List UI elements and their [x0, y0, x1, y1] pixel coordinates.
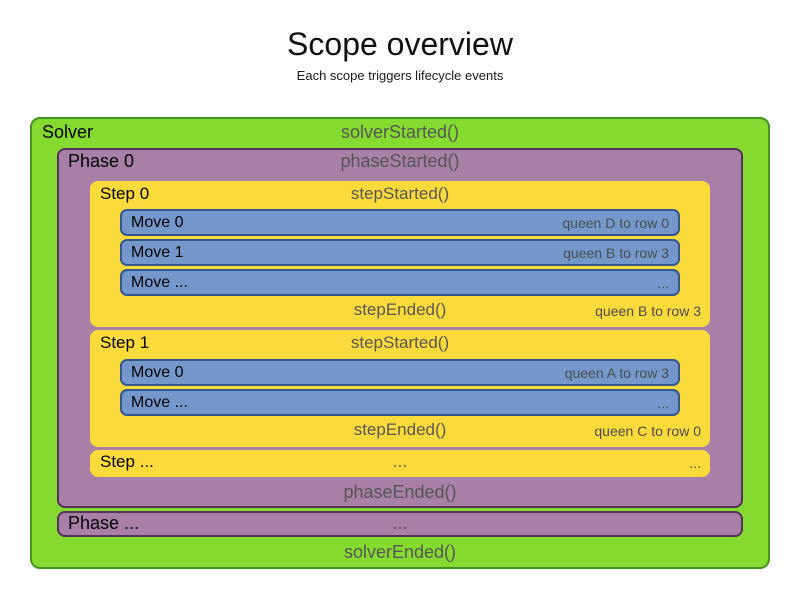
phase-more-label: Phase ... [68, 513, 140, 533]
move-0-label: Move 0 [131, 363, 184, 381]
solver-started-event: solverStarted() [340, 122, 460, 142]
move-row: Move ... ... [120, 269, 680, 296]
step-0-ended-row: stepEnded() queen B to row 3 [90, 300, 710, 322]
step-1-ended-annotation: queen C to row 0 [594, 423, 701, 439]
move-row: Move 0 queen D to row 0 [120, 209, 680, 236]
solver-ended-event: solverEnded() [343, 542, 457, 562]
step-more-scope-box: Step ... ... ... [90, 450, 710, 477]
step-0-scope-box: Step 0 stepStarted() Move 0 queen D to r… [90, 181, 710, 327]
move-ellipsis-label: Move ... [131, 393, 188, 411]
step-more-center-text: ... [392, 452, 408, 471]
step-more-label: Step ... [100, 452, 154, 471]
step-0-ended-event: stepEnded() [353, 300, 447, 319]
phase-more-center-text: ... [392, 513, 408, 533]
solver-scope-box: Solver solverStarted() Phase 0 phaseStar… [30, 117, 770, 569]
move-row: Move ... ... [120, 389, 680, 416]
page-title: Scope overview [287, 26, 513, 62]
move-0-annotation: queen A to row 3 [564, 364, 669, 381]
move-0-annotation: queen D to row 0 [562, 214, 669, 231]
phase-0-label: Phase 0 [68, 151, 135, 171]
move-0-label: Move 0 [131, 213, 184, 231]
step-0-label: Step 0 [100, 184, 150, 203]
phase-ended-event: phaseEnded() [343, 482, 457, 502]
step-0-ended-annotation: queen B to row 3 [595, 303, 701, 319]
step-1-ended-event: stepEnded() [353, 420, 447, 439]
move-1-label: Move 1 [131, 243, 184, 261]
phase-started-event: phaseStarted() [340, 151, 460, 171]
step-0-started-event: stepStarted() [350, 184, 450, 203]
step-1-label: Step 1 [100, 333, 150, 352]
move-row: Move 1 queen B to row 3 [120, 239, 680, 266]
move-1-annotation: queen B to row 3 [563, 244, 669, 261]
step-more-right-text: ... [689, 455, 701, 471]
step-1-started-event: stepStarted() [350, 333, 450, 352]
move-ellipsis-annotation: ... [657, 274, 669, 291]
phase-0-scope-box: Phase 0 phaseStarted() Step 0 stepStarte… [57, 148, 743, 508]
move-ellipsis-annotation: ... [657, 394, 669, 411]
move-row: Move 0 queen A to row 3 [120, 359, 680, 386]
move-ellipsis-label: Move ... [131, 273, 188, 291]
solver-label: Solver [42, 122, 94, 142]
step-1-ended-row: stepEnded() queen C to row 0 [90, 420, 710, 442]
phase-more-scope-box: Phase ... ... [57, 511, 743, 537]
page-subtitle: Each scope triggers lifecycle events [296, 68, 504, 83]
step-1-scope-box: Step 1 stepStarted() Move 0 queen A to r… [90, 330, 710, 447]
